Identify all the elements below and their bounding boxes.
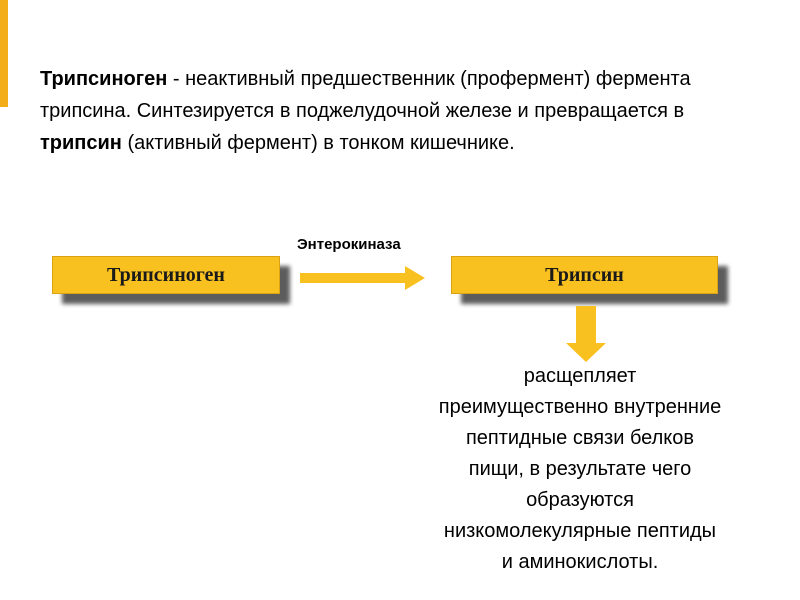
intro-term-2: трипсин xyxy=(40,132,122,154)
description-line-3: пептидные связи белков xyxy=(465,427,695,449)
intro-text-1: - неактивный предшественник (профермент)… xyxy=(40,68,691,122)
description-line-6: низкомолекулярные пептиды xyxy=(443,520,717,542)
arrow-down-icon xyxy=(566,306,606,362)
trypsinogen-box: Трипсиноген xyxy=(52,256,280,294)
trypsin-label: Трипсин xyxy=(545,263,624,286)
description-line-1: расщепляет xyxy=(523,365,637,387)
accent-bar xyxy=(0,0,8,107)
intro-term: Трипсиноген xyxy=(40,68,168,90)
trypsin-box: Трипсин xyxy=(451,256,718,294)
description-line-7: и аминокислоты. xyxy=(501,551,659,573)
description-line-5: образуются xyxy=(526,489,634,511)
arrow-right-icon xyxy=(300,266,425,290)
enterokinase-label: Энтерокиназа xyxy=(297,236,401,253)
trypsin-description: расщепляет преимущественно внутренние пе… xyxy=(380,361,780,578)
description-line-4: пищи, в результате чего xyxy=(468,458,692,480)
trypsinogen-label: Трипсиноген xyxy=(107,263,225,286)
intro-paragraph: Трипсиноген - неактивный предшественник … xyxy=(40,63,740,159)
description-line-2: преимущественно внутренние xyxy=(438,396,722,418)
intro-text-2: (активный фермент) в тонком кишечнике. xyxy=(121,132,515,154)
